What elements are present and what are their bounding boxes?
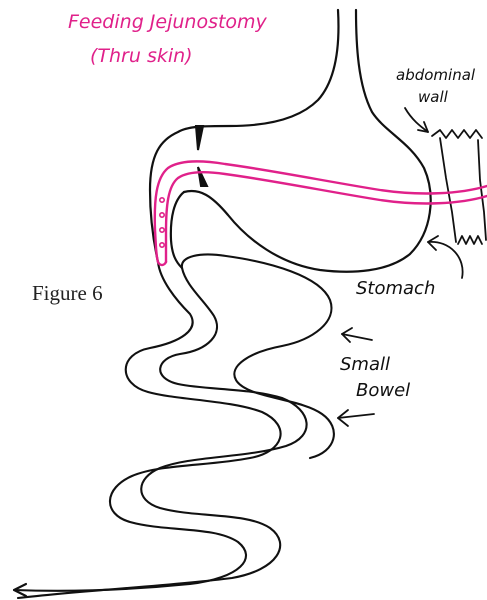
small-bowel [14,255,334,599]
small-bowel-label-line-2: Bowel [356,380,410,401]
pointer-arrows [338,108,463,426]
title-line-1: Feeding Jejunostomy [68,11,268,33]
stomach-label: Stomach [356,278,435,299]
abdominal-wall [432,130,486,244]
feeding-tube-holes [160,198,164,247]
abdominal-wall-label-line-1: abdominal [396,66,476,84]
feeding-tube [155,161,487,265]
abdominal-wall-pointer-arrow [405,108,428,132]
title-line-2: (Thru skin) [90,45,193,67]
abdominal-wall-label-line-2: wall [418,88,449,106]
pylorus-markers [196,126,207,186]
small-bowel-label-line-1: Small [340,354,390,375]
